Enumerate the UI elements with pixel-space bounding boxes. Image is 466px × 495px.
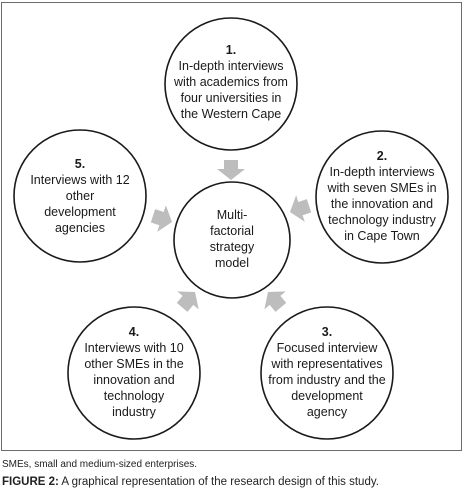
arrow-1-to-center bbox=[217, 160, 245, 180]
node-line: with seven SMEs in bbox=[327, 181, 437, 195]
caption-label: FIGURE 2: bbox=[2, 476, 59, 488]
node-line: with representatives bbox=[271, 357, 383, 371]
node-line: Interviews with 12 bbox=[30, 173, 130, 187]
node-line: Interviews with 10 bbox=[84, 341, 184, 355]
node-line: four universities in bbox=[180, 91, 282, 105]
node-circle-5 bbox=[13, 129, 147, 263]
node-label-1: 1. In-depth interviews with academics fr… bbox=[161, 42, 301, 122]
center-line: Multi- bbox=[216, 208, 248, 222]
center-circle bbox=[173, 181, 291, 299]
node-number: 4. bbox=[128, 325, 140, 339]
node-line: the Western Cape bbox=[180, 107, 282, 121]
node-number: 3. bbox=[321, 325, 333, 339]
node-line: agencies bbox=[54, 221, 106, 235]
center-line: model bbox=[214, 256, 250, 270]
center-line: factorial bbox=[210, 224, 254, 238]
node-line: from industry and the bbox=[268, 373, 386, 387]
node-line: Focused interview bbox=[276, 341, 378, 355]
node-number: 1. bbox=[225, 43, 237, 57]
figure-frame bbox=[1, 2, 462, 451]
caption-text: A graphical representation of the resear… bbox=[58, 476, 379, 488]
node-line: innovation and bbox=[93, 373, 175, 387]
node-label-5: 5. Interviews with 12 other development … bbox=[10, 156, 150, 236]
node-line: In-depth interviews bbox=[178, 59, 284, 73]
node-label-2: 2. In-depth interviews with seven SMEs i… bbox=[312, 148, 452, 244]
node-line: industry bbox=[112, 405, 156, 419]
node-circle-4 bbox=[67, 306, 201, 440]
node-line: technology bbox=[103, 389, 165, 403]
node-line: In-depth interviews bbox=[329, 165, 435, 179]
node-line: other SMEs in the bbox=[84, 357, 184, 371]
node-label-3: 3. Focused interview with representative… bbox=[257, 324, 397, 420]
node-circle-3 bbox=[260, 306, 394, 440]
diagram-canvas bbox=[13, 17, 449, 440]
footnote: SMEs, small and medium-sized enterprises… bbox=[2, 459, 198, 470]
arrow-4-to-center bbox=[176, 291, 199, 312]
node-number: 5. bbox=[74, 157, 86, 171]
arrow-2-to-center bbox=[290, 195, 312, 222]
center-label: Multi- factorial strategy model bbox=[187, 207, 277, 271]
node-line: development bbox=[44, 205, 116, 219]
node-line: with academics from bbox=[174, 75, 288, 89]
arrow-3-to-center bbox=[264, 291, 287, 312]
arrow-5-to-center bbox=[150, 205, 172, 232]
figure-caption: FIGURE 2: A graphical representation of … bbox=[2, 476, 379, 488]
center-line: strategy bbox=[209, 240, 255, 254]
node-line: the innovation and bbox=[330, 197, 434, 211]
node-circle-1 bbox=[164, 17, 298, 151]
node-line: agency bbox=[306, 405, 348, 419]
node-label-4: 4. Interviews with 10 other SMEs in the … bbox=[64, 324, 204, 420]
node-line: development bbox=[291, 389, 363, 403]
node-line: other bbox=[65, 189, 95, 203]
node-circle-2 bbox=[315, 130, 449, 264]
node-line: in Cape Town bbox=[344, 229, 420, 243]
node-line: technology industry bbox=[328, 213, 436, 227]
node-number: 2. bbox=[376, 149, 388, 163]
